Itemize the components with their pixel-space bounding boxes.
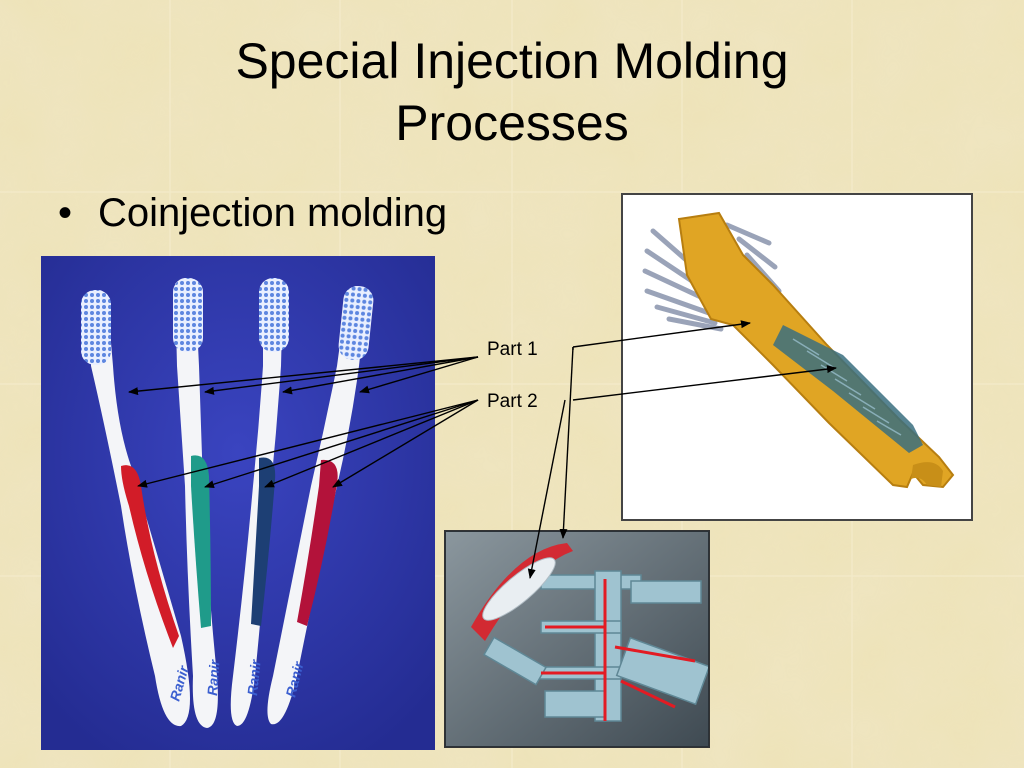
title-line-1: Special Injection Molding [235, 33, 789, 89]
toothbrushes-illustration: Ranir Ranir Ranir Ranir [41, 256, 435, 750]
slide-title: Special Injection Molding Processes [112, 30, 912, 154]
brand-text-3: Ranir [244, 658, 264, 697]
toothbrushes-photo: Ranir Ranir Ranir Ranir [41, 256, 435, 750]
part-2-label: Part 2 [487, 391, 538, 412]
mold-cutaway-render [444, 530, 710, 748]
bullet-text: Coinjection molding [98, 191, 448, 235]
toothbrush-crimson [267, 286, 374, 725]
yellow-brush-render [621, 193, 973, 521]
title-line-2: Processes [395, 95, 629, 151]
bullet-item: • Coinjection molding [58, 188, 447, 238]
yellow-brush-illustration [623, 195, 971, 519]
toothbrush-red [81, 290, 190, 727]
part-1-label: Part 1 [487, 339, 538, 360]
bullet-dot: • [58, 191, 73, 235]
brand-text-2: Ranir [204, 658, 223, 696]
mold-illustration [445, 531, 709, 747]
